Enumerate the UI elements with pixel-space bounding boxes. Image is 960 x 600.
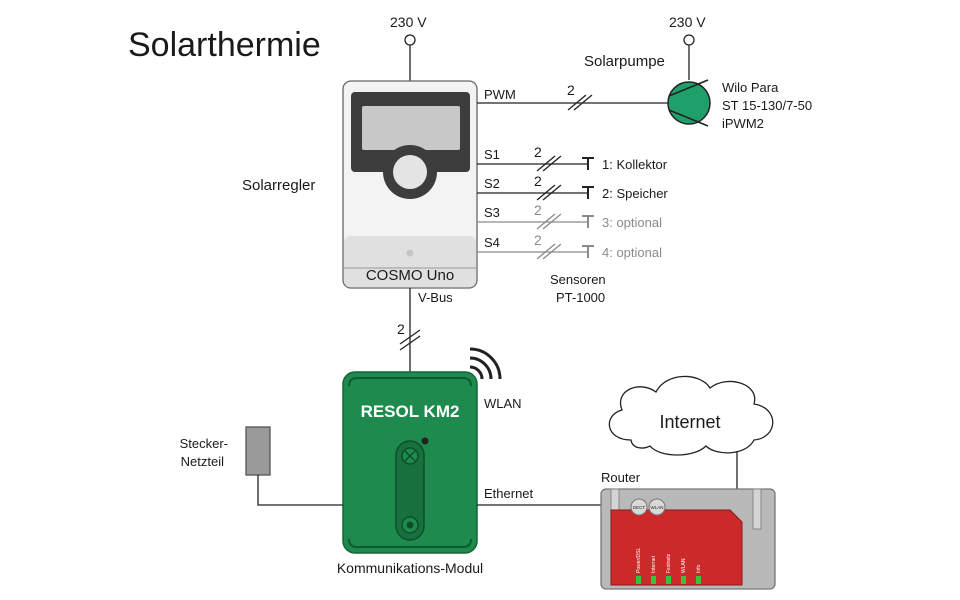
power-label-pump: 230 V	[669, 14, 706, 30]
router-led-label: Internet	[651, 555, 657, 573]
sensor-wire-tick	[536, 213, 556, 230]
ethernet-label: Ethernet	[484, 486, 534, 501]
communication-module: RESOL KM2	[342, 371, 478, 554]
pump-model-line1: Wilo Para	[722, 80, 779, 95]
sensor-row: S1 2 1: Kollektor	[477, 144, 668, 172]
diagram-title: Solarthermie	[128, 26, 321, 64]
vbus-label: V-Bus	[418, 290, 453, 305]
controller-label: Solarregler	[242, 177, 315, 194]
router: DECT WLAN Power/DSL Internet Festnetz WLAN In…	[600, 488, 776, 590]
router-buttons: DECT WLAN	[630, 498, 666, 516]
router-led-icon	[651, 576, 656, 584]
module-status-led	[421, 437, 429, 445]
sensor-type-line2: PT-1000	[556, 290, 605, 305]
power-terminal-pump	[683, 34, 695, 46]
sensor-row: S4 2 4: optional	[477, 232, 662, 260]
module-name: RESOL KM2	[361, 402, 460, 421]
wlan-signal-icon	[469, 347, 502, 380]
router-led: WLAN	[681, 558, 687, 584]
router-led-icon	[681, 576, 686, 584]
pwm-label: PWM	[484, 87, 516, 102]
solar-pump	[667, 79, 711, 127]
pwm-wire-tick-1	[567, 94, 587, 111]
router-button-icon	[648, 498, 666, 516]
module-caption: Kommunikations-Modul	[337, 560, 483, 576]
sensor-wire-count: 2	[534, 232, 542, 248]
router-led-icon	[696, 576, 701, 584]
sensor-port-label: S3	[484, 205, 500, 220]
sensor-wire-tick	[536, 155, 556, 172]
internet-cloud-icon	[608, 375, 774, 456]
vbus-wire-tick-2	[399, 335, 421, 351]
pwm-wire-count: 2	[567, 82, 575, 98]
pump-symbol-line-1	[668, 79, 709, 97]
router-led: Info	[696, 564, 702, 584]
router-button: DECT	[630, 498, 648, 516]
module-button-slot	[395, 440, 425, 541]
psu-label-line2: Netzteil	[181, 454, 224, 469]
sensor-wire-count: 2	[534, 202, 542, 218]
solar-controller: COSMO Uno	[342, 80, 478, 289]
router-led-label: WLAN	[681, 558, 687, 573]
controller-knob	[393, 155, 427, 189]
sensor-wire-tick	[542, 213, 562, 230]
router-led-icon	[666, 576, 671, 584]
sensor-wire-tick	[542, 243, 562, 260]
router-leds: Power/DSL Internet Festnetz WLAN Info	[636, 547, 702, 584]
internet-label: Internet	[659, 412, 720, 432]
psu-box	[245, 426, 271, 476]
sensor-port-label: S4	[484, 235, 500, 250]
router-button-label: WLAN	[650, 505, 663, 510]
controller-bottom-panel	[344, 236, 476, 287]
router-led: Power/DSL	[636, 547, 642, 584]
sensor-wire-tick	[542, 184, 562, 201]
sensor-wire-tick	[542, 155, 562, 172]
sensor-label: 2: Speicher	[602, 186, 668, 201]
psu-label-line1: Stecker-	[180, 436, 228, 451]
router-button: WLAN	[648, 498, 666, 516]
sensor-label: 1: Kollektor	[602, 157, 668, 172]
router-led-label: Festnetz	[666, 553, 672, 573]
wlan-label: WLAN	[484, 396, 522, 411]
vbus-wire-count: 2	[397, 321, 405, 337]
sensor-wire-count: 2	[534, 173, 542, 189]
router-antenna-right	[752, 488, 762, 530]
sensor-label: 3: optional	[602, 215, 662, 230]
pwm-wire-tick-2	[573, 94, 593, 111]
module-edge-top	[348, 377, 472, 387]
sensor-wire-tick	[536, 184, 556, 201]
router-label: Router	[601, 470, 641, 485]
router-led-icon	[636, 576, 641, 584]
pump-model-line2: ST 15-130/7-50	[722, 98, 812, 113]
controller-display	[362, 106, 460, 150]
pump-symbol-line-2	[668, 109, 709, 127]
router-front-panel	[610, 509, 743, 586]
controller-led	[406, 249, 414, 257]
pump-model-line3: iPWM2	[722, 116, 764, 131]
sensor-port-label: S1	[484, 147, 500, 162]
sensor-label: 4: optional	[602, 245, 662, 260]
router-button-icon	[630, 498, 648, 516]
router-led: Festnetz	[666, 553, 672, 584]
power-label-controller: 230 V	[390, 14, 427, 30]
sensor-wire-tick	[536, 243, 556, 260]
router-led-label: Info	[696, 564, 702, 573]
sensor-row: S3 2 3: optional	[477, 202, 662, 230]
sensor-row: S2 2 2: Speicher	[477, 173, 668, 201]
module-edge-bottom	[348, 538, 472, 548]
vbus-wire-tick-1	[399, 329, 421, 345]
sensor-type-line1: Sensoren	[550, 272, 606, 287]
router-led: Internet	[651, 555, 657, 584]
router-led-label: Power/DSL	[636, 547, 642, 573]
sensor-wire-count: 2	[534, 144, 542, 160]
psu-cable	[257, 475, 343, 506]
router-button-label: DECT	[633, 505, 646, 510]
controller-name: COSMO Uno	[366, 267, 454, 284]
sensor-port-label: S2	[484, 176, 500, 191]
pump-heading: Solarpumpe	[584, 53, 665, 70]
power-terminal-controller	[404, 34, 416, 46]
